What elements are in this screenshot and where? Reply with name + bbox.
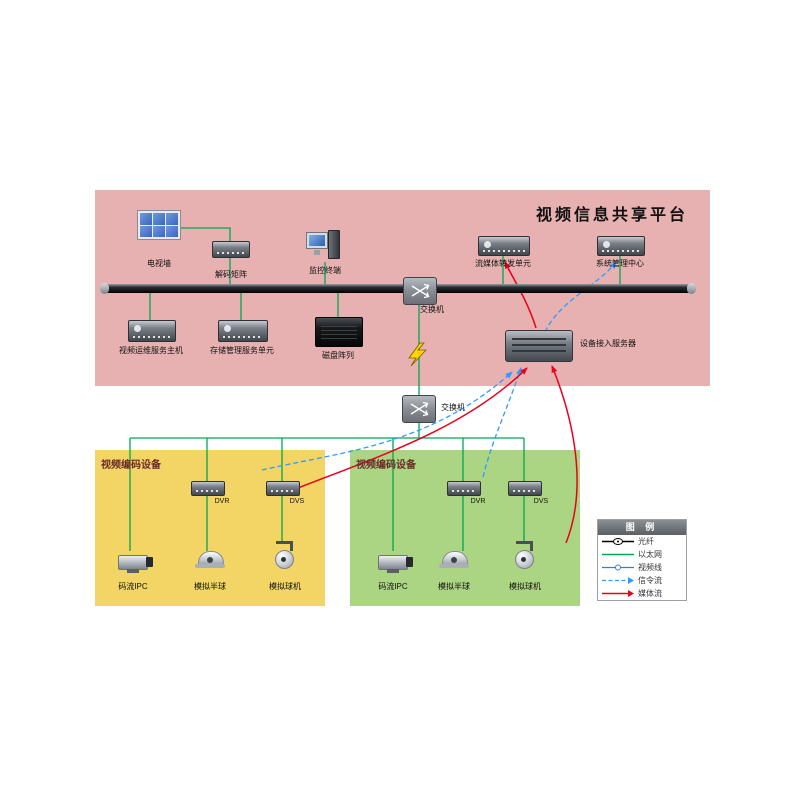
analog-ptz-right-icon — [512, 541, 538, 577]
dvs-right-icon — [508, 481, 542, 496]
monitor-terminal-icon — [306, 230, 342, 262]
encoding-region-left — [95, 450, 325, 606]
media-flow-line — [551, 365, 578, 544]
dvr-right-label: DVR — [470, 498, 486, 505]
legend-ethernet-label: 以太网 — [638, 550, 662, 559]
stream-forward-unit-label: 流媒体转发单元 — [475, 259, 531, 268]
stream-ipc-right-icon — [376, 551, 414, 577]
dvr-left-icon — [191, 481, 225, 496]
signaling-flow-line — [261, 371, 513, 471]
video-line-icon — [602, 564, 634, 571]
legend-item-video: 视频线 — [598, 561, 686, 574]
analog-dome-left-icon — [195, 551, 225, 571]
signaling-flow-line — [482, 367, 522, 478]
decoder-matrix-icon — [212, 241, 250, 258]
encoding-region-right — [350, 450, 580, 606]
lightning-icon — [408, 342, 427, 367]
video-ops-host-label: 视频运维服务主机 — [119, 346, 183, 355]
stream-ipc-left-label: 码流IPC — [118, 582, 148, 591]
monitor-terminal-label: 监控终端 — [309, 266, 341, 275]
dvs-left-icon — [266, 481, 300, 496]
system-mgmt-center-icon — [597, 236, 645, 256]
analog-ptz-right-label: 模拟球机 — [509, 582, 541, 591]
switch-arrows-icon — [411, 283, 430, 299]
media-flow-line — [504, 261, 537, 329]
device-access-server-label: 设备接入服务器 — [580, 339, 636, 348]
fiber-backbone-bus — [100, 283, 696, 294]
platform-title: 视频信息共享平台 — [536, 207, 689, 224]
switch-top-icon — [403, 277, 437, 305]
analog-dome-right-icon — [439, 551, 469, 571]
video-ops-host-icon — [128, 320, 176, 342]
signaling-flow-icon — [602, 577, 634, 584]
tv-wall-icon — [137, 210, 181, 240]
legend-item-fiber: 光纤 — [598, 535, 686, 548]
legend-item-ethernet: 以太网 — [598, 548, 686, 561]
storage-mgmt-unit-label: 存储管理服务单元 — [210, 346, 274, 355]
tv-wall-label: 电视墙 — [147, 259, 171, 268]
analog-dome-left-label: 模拟半球 — [194, 582, 226, 591]
legend-item-signaling: 信令流 — [598, 574, 686, 587]
media-flow-line — [297, 367, 528, 489]
switch-mid-icon — [402, 395, 436, 423]
signaling-flow-line — [544, 261, 617, 333]
analog-dome-right-label: 模拟半球 — [438, 582, 470, 591]
device-access-server-icon — [505, 330, 573, 362]
analog-ptz-left-label: 模拟球机 — [269, 582, 301, 591]
stream-ipc-left-icon — [116, 551, 154, 577]
system-mgmt-center-label: 系统管理中心 — [596, 259, 644, 268]
disk-array-label: 磁盘阵列 — [322, 351, 354, 360]
legend-fiber-label: 光纤 — [638, 537, 654, 546]
dvr-right-icon — [447, 481, 481, 496]
storage-mgmt-unit-icon — [218, 320, 268, 342]
dvr-left-label: DVR — [214, 498, 230, 505]
dvs-left-label: DVS — [289, 498, 305, 505]
stream-ipc-right-label: 码流IPC — [378, 582, 408, 591]
ethernet-line-icon — [602, 553, 634, 556]
switch-mid-label: 交换机 — [441, 403, 465, 412]
legend-item-media: 媒体流 — [598, 587, 686, 600]
legend-media-label: 媒体流 — [638, 589, 662, 598]
legend: 图 例 光纤 以太网 视频线 — [597, 519, 687, 601]
dvs-right-label: DVS — [533, 498, 549, 505]
encoding-region-left-label: 视频编码设备 — [101, 460, 161, 471]
switch-arrows-icon — [410, 401, 429, 417]
encoding-region-right-label: 视频编码设备 — [356, 460, 416, 471]
stream-forward-unit-icon — [478, 236, 530, 256]
fiber-line-icon — [602, 538, 634, 545]
legend-title: 图 例 — [598, 520, 686, 535]
legend-signaling-label: 信令流 — [638, 576, 662, 585]
legend-video-label: 视频线 — [638, 563, 662, 572]
media-flow-icon — [602, 590, 634, 597]
disk-array-icon — [315, 317, 363, 347]
decoder-matrix-label: 解码矩阵 — [215, 270, 247, 279]
switch-top-label: 交换机 — [420, 305, 444, 314]
analog-ptz-left-icon — [272, 541, 298, 577]
